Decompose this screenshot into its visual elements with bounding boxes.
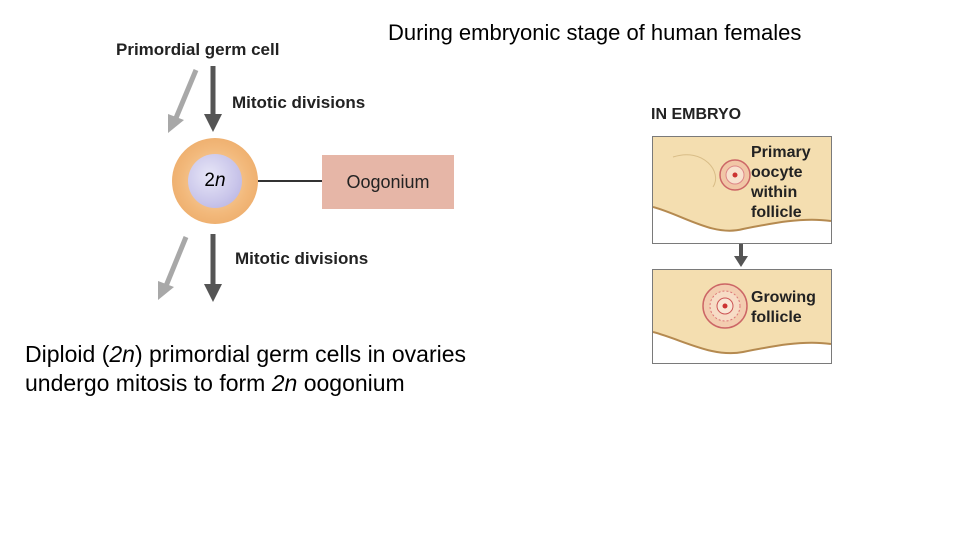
bottom-light-arrow [158, 236, 189, 300]
ploidy-letter: n [215, 170, 226, 191]
in-embryo-heading: IN EMBRYO [651, 106, 742, 123]
top-dark-arrow [204, 66, 222, 132]
primordial-germ-cell-label: Primordial germ cell [116, 40, 280, 59]
caption-text: undergo mitosis to form [25, 370, 272, 396]
panel-text-line: Growing [751, 289, 816, 306]
panel-text-line: follicle [751, 204, 802, 221]
caption-text: ) primordial germ cells in ovaries [134, 341, 467, 367]
caption-italic: 2n [109, 341, 135, 367]
connector-line [258, 180, 322, 182]
panel-text-line: within [751, 184, 798, 201]
caption: Diploid (2n) primordial germ cells in ov… [25, 340, 466, 398]
caption-line-1: Diploid (2n) primordial germ cells in ov… [25, 340, 466, 369]
panel-text-line: Primary [751, 144, 811, 161]
caption-italic: 2n [271, 370, 298, 396]
embryo-down-arrow [734, 243, 748, 267]
caption-text: oogonium [297, 370, 405, 396]
caption-text: Diploid ( [25, 341, 110, 367]
bottom-dark-arrow [204, 234, 222, 302]
growing-follicle-text: Growing follicle [751, 288, 816, 328]
mitotic-divisions-top-label: Mitotic divisions [232, 93, 366, 112]
primary-oocyte-illustration [653, 137, 831, 243]
oogonium-label: Oogonium [346, 171, 430, 192]
growing-follicle-panel: Growing follicle [652, 269, 832, 364]
primary-oocyte-text: Primary oocyte within follicle [751, 143, 811, 223]
panel-text-line: oocyte [751, 164, 803, 181]
mitotic-divisions-bottom-label: Mitotic divisions [235, 249, 369, 268]
oogonium-box: Oogonium [322, 155, 454, 209]
growing-follicle-illustration [653, 270, 831, 363]
caption-line-2: undergo mitosis to form 2n oogonium [25, 369, 466, 398]
primary-oocyte-panel: Primary oocyte within follicle [652, 136, 832, 244]
slide-title: During embryonic stage of human females [388, 20, 802, 45]
panel-text-line: follicle [751, 309, 802, 326]
ploidy-number: 2 [204, 170, 215, 191]
top-light-arrow [168, 69, 199, 133]
